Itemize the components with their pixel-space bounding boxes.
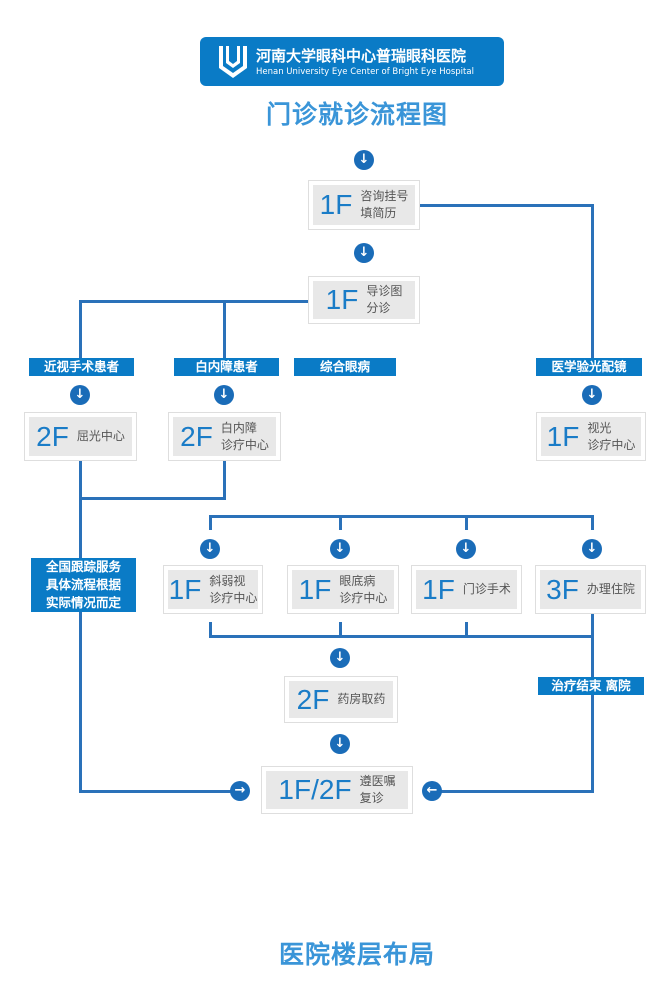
- logo-mark-icon: [219, 46, 247, 78]
- box-text: 眼底病: [339, 573, 376, 588]
- tracking-line: 具体流程根据: [45, 577, 121, 592]
- arrow-down-icon: ↓: [354, 150, 374, 170]
- box-text: 白内障: [220, 420, 257, 435]
- floor-number: 1F: [319, 189, 353, 220]
- arrow-down-icon: ↓: [456, 539, 476, 559]
- floor-number: 1F: [325, 284, 359, 315]
- arrow-right-icon: →: [230, 781, 250, 801]
- floor-number: 1F/2F: [278, 774, 352, 805]
- logo-cn: 河南大学眼科中心普瑞眼科医院: [256, 47, 467, 65]
- box-text: 药房取药: [337, 692, 386, 706]
- label-discharge: 治疗结束 离院: [538, 677, 644, 695]
- box-text: 斜弱视: [209, 573, 246, 588]
- page-title: 门诊就诊流程图: [265, 100, 448, 129]
- box-text: 咨询挂号: [360, 189, 409, 203]
- floor-number: 1F: [298, 573, 332, 605]
- box-followup: 1F/2F 遵医嘱复诊: [261, 766, 413, 814]
- box-text: 填简历: [360, 206, 397, 220]
- floor-number: 2F: [36, 420, 69, 452]
- label-optics: 医学验光配镜: [536, 358, 642, 376]
- logo-en: Henan University Eye Center of Bright Ey…: [256, 67, 474, 77]
- box-text: 遵医嘱: [359, 774, 396, 788]
- box-optometry: 1F 视光诊疗中心: [536, 412, 646, 461]
- tracking-line: 实际情况而定: [45, 595, 121, 610]
- floor-number: 2F: [296, 683, 330, 715]
- box-text: 复诊: [359, 791, 384, 805]
- box-text: 视光: [587, 420, 612, 435]
- box-text: 办理住院: [586, 582, 635, 596]
- hospital-logo: 河南大学眼科中心普瑞眼科医院 Henan University Eye Cent…: [200, 37, 504, 86]
- arrow-down-icon: ↓: [70, 385, 90, 405]
- box-refract: 2F 屈光中心: [24, 412, 137, 461]
- arrow-left-icon: ←: [422, 781, 442, 801]
- arrow-down-icon: ↓: [582, 539, 602, 559]
- label-myopia: 近视手术患者: [29, 358, 134, 376]
- floor-layout-title: 医院楼层布局: [278, 940, 435, 969]
- floor-number: 1F: [422, 573, 455, 605]
- box-text: 诊疗中心: [220, 437, 269, 452]
- label-cataract: 白内障患者: [174, 358, 279, 376]
- box-text: 门诊手术: [462, 582, 511, 596]
- arrow-down-icon: ↓: [330, 648, 350, 668]
- tracking-line: 全国跟踪服务: [45, 559, 121, 574]
- box-text: 诊疗中心: [339, 590, 388, 605]
- label-general: 综合眼病: [294, 358, 396, 376]
- box-inpatient: 3F 办理住院: [535, 565, 646, 614]
- floor-number: 3F: [546, 573, 579, 605]
- arrow-down-icon: ↓: [582, 385, 602, 405]
- floor-number: 1F: [546, 420, 580, 452]
- box-text: 诊疗中心: [209, 590, 258, 605]
- label-tracking: 全国跟踪服务 具体流程根据 实际情况而定: [31, 558, 136, 612]
- floor-number: 1F: [168, 573, 202, 605]
- box-cataract: 2F 白内障诊疗中心: [168, 412, 281, 461]
- box-text: 屈光中心: [76, 429, 125, 443]
- box-text: 诊疗中心: [587, 437, 636, 452]
- arrow-down-icon: ↓: [330, 734, 350, 754]
- arrow-down-icon: ↓: [354, 243, 374, 263]
- box-pharmacy: 2F 药房取药: [284, 676, 398, 723]
- arrow-down-icon: ↓: [214, 385, 234, 405]
- box-text: 分诊: [366, 301, 391, 315]
- box-text: 导诊图: [366, 284, 403, 298]
- box-fundus: 1F 眼底病诊疗中心: [287, 565, 399, 614]
- arrow-down-icon: ↓: [330, 539, 350, 559]
- box-guide: 1F 导诊图分诊: [308, 276, 420, 324]
- box-surgery: 1F 门诊手术: [411, 565, 522, 614]
- box-consult: 1F 咨询挂号填简历: [308, 180, 420, 230]
- box-strabismus: 1F 斜弱视诊疗中心: [163, 565, 263, 614]
- floor-number: 2F: [180, 420, 213, 452]
- arrow-down-icon: ↓: [200, 539, 220, 559]
